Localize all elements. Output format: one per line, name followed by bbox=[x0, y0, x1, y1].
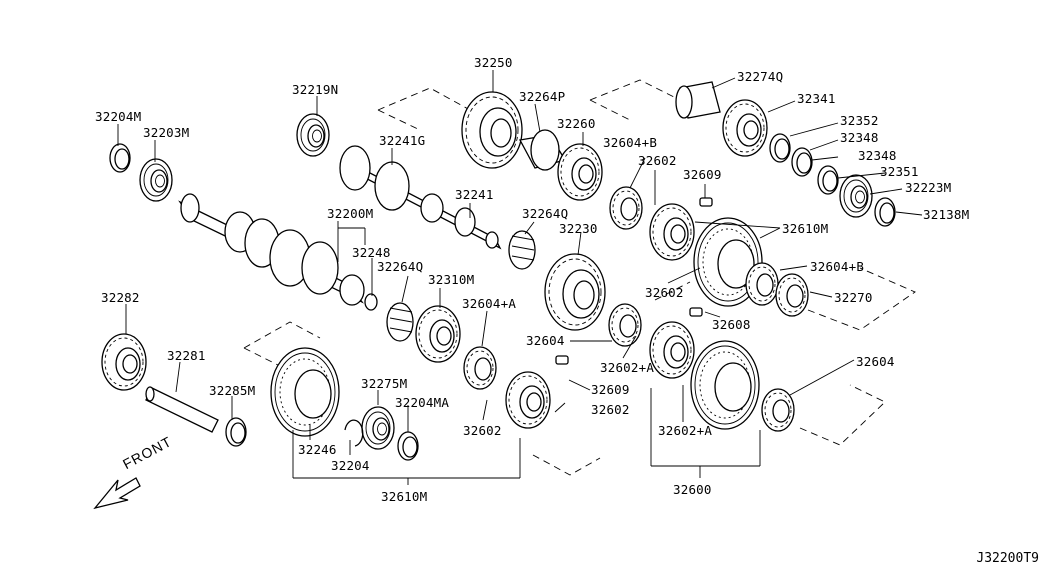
label-32602a-lower: 32602+A bbox=[658, 423, 713, 438]
label-32274q: 32274Q bbox=[737, 69, 784, 84]
gear-32260 bbox=[557, 143, 603, 201]
label-32602-lower-right: 32602 bbox=[591, 402, 630, 417]
label-32348-a: 32348 bbox=[840, 130, 879, 145]
bearing-32219n bbox=[296, 113, 330, 157]
bearing-32274q bbox=[675, 81, 721, 119]
reverse-idler-shaft-32281 bbox=[145, 386, 219, 433]
diagram-code: J32200T9 bbox=[976, 551, 1039, 566]
label-32602-lower-left: 32602 bbox=[463, 423, 502, 438]
label-32138m: 32138M bbox=[923, 207, 970, 222]
label-32264p: 32264P bbox=[519, 89, 566, 104]
sleeve-32600 bbox=[690, 340, 760, 430]
label-32610m-upper: 32610M bbox=[782, 221, 829, 236]
label-32604b-upper: 32604+B bbox=[603, 135, 658, 150]
gear-32610m-lower bbox=[505, 371, 551, 429]
key-32608 bbox=[689, 307, 703, 317]
label-32241g: 32241G bbox=[379, 133, 426, 148]
label-32600: 32600 bbox=[673, 482, 712, 497]
ring-32204m bbox=[109, 143, 131, 173]
label-32604-lower: 32604 bbox=[856, 354, 895, 369]
ring-32351 bbox=[817, 165, 839, 195]
label-32204ma: 32204MA bbox=[395, 395, 450, 410]
label-32219n: 32219N bbox=[292, 82, 339, 97]
label-32203m: 32203M bbox=[143, 125, 190, 140]
gear-32341 bbox=[722, 99, 768, 157]
label-32604a-upper: 32604+A bbox=[462, 296, 517, 311]
leader-lines bbox=[117, 70, 923, 485]
label-32604-mid: 32604 bbox=[526, 333, 565, 348]
label-32602a-upper: 32602+A bbox=[600, 360, 655, 375]
hub-32604a bbox=[463, 346, 497, 390]
ring-32348 bbox=[791, 147, 813, 177]
label-32264q-lower: 32264Q bbox=[377, 259, 424, 274]
snap-ring-32204 bbox=[344, 419, 364, 447]
hub-32604 bbox=[608, 303, 642, 347]
sleeve-32246 bbox=[270, 347, 340, 437]
label-32248: 32248 bbox=[352, 245, 391, 260]
hub-32604b bbox=[609, 186, 643, 230]
bearing-32264q-lower bbox=[386, 302, 414, 342]
label-32610m-lower: 32610M bbox=[381, 489, 428, 504]
label-32608: 32608 bbox=[712, 317, 751, 332]
gear-32282 bbox=[101, 333, 147, 391]
key-32609-lower bbox=[555, 355, 569, 365]
label-32250: 32250 bbox=[474, 55, 513, 70]
label-32241: 32241 bbox=[455, 187, 494, 202]
gear-32602a bbox=[649, 321, 695, 379]
bearing-32203m bbox=[139, 158, 173, 202]
bearing-32275m bbox=[361, 406, 395, 450]
hub-32604b-lower bbox=[745, 262, 779, 306]
gear-32230 bbox=[544, 253, 606, 331]
ring-32138m bbox=[874, 197, 896, 227]
hub-32604-lower bbox=[761, 388, 795, 432]
label-32341: 32341 bbox=[797, 91, 836, 106]
label-32223m: 32223M bbox=[905, 180, 952, 195]
label-32285m: 32285M bbox=[209, 383, 256, 398]
bearing-32264q bbox=[508, 230, 536, 270]
gear-32610m-upper bbox=[649, 203, 695, 261]
key-32609 bbox=[699, 197, 713, 207]
label-32609-upper: 32609 bbox=[683, 167, 722, 182]
label-32602-upper: 32602 bbox=[638, 153, 677, 168]
label-32351: 32351 bbox=[880, 164, 919, 179]
label-32230: 32230 bbox=[559, 221, 598, 236]
label-32260: 32260 bbox=[557, 116, 596, 131]
label-32310m: 32310M bbox=[428, 272, 475, 287]
label-32246: 32246 bbox=[298, 442, 337, 457]
gear-32264p bbox=[518, 129, 567, 171]
bearing-32223m bbox=[839, 174, 873, 218]
label-32281: 32281 bbox=[167, 348, 206, 363]
spacer-32248 bbox=[364, 293, 378, 311]
ring-32204ma bbox=[397, 431, 419, 461]
label-32264q-upper: 32264Q bbox=[522, 206, 569, 221]
bearing-32285m bbox=[225, 417, 247, 447]
label-32200m: 32200M bbox=[327, 206, 374, 221]
mainshaft-32200m bbox=[178, 193, 365, 306]
gear-32310m bbox=[415, 305, 461, 363]
label-32270: 32270 bbox=[834, 290, 873, 305]
label-32275m: 32275M bbox=[361, 376, 408, 391]
gear-32270 bbox=[775, 273, 809, 317]
label-32282: 32282 bbox=[101, 290, 140, 305]
label-32204: 32204 bbox=[331, 458, 370, 473]
ring-32352 bbox=[769, 133, 791, 163]
label-32352: 32352 bbox=[840, 113, 879, 128]
front-arrow bbox=[93, 477, 141, 510]
label-32602-mid: 32602 bbox=[645, 285, 684, 300]
label-32609-lower: 32609 bbox=[591, 382, 630, 397]
assembly-outlines bbox=[243, 79, 916, 476]
gear-32250 bbox=[461, 91, 523, 169]
label-32348-b: 32348 bbox=[858, 148, 897, 163]
label-32604b-lower: 32604+B bbox=[810, 259, 865, 274]
label-32204m: 32204M bbox=[95, 109, 142, 124]
